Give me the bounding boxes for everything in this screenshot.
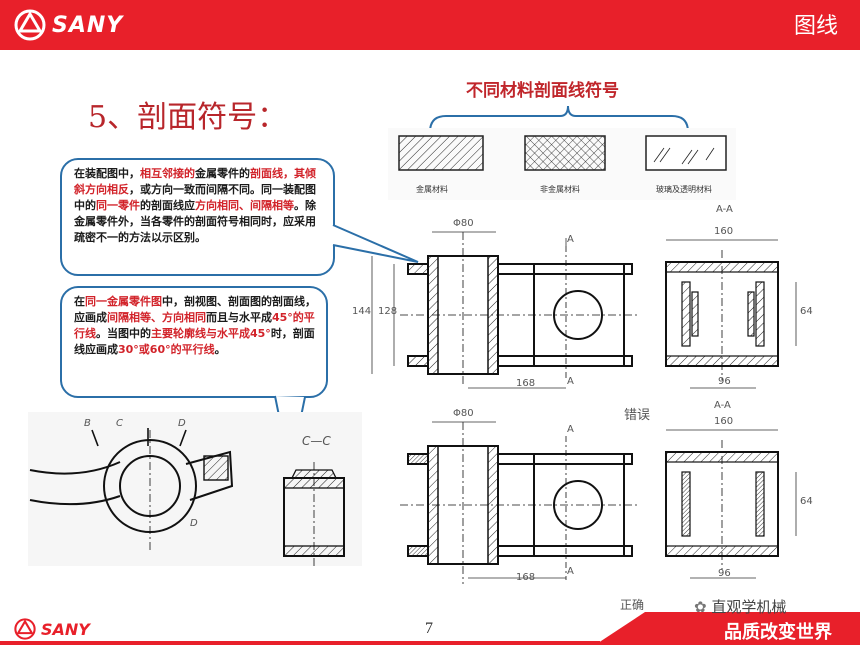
dim-phi80-top: Φ80 <box>453 218 474 229</box>
callout2-text-8: 时，剖面线应画成 <box>74 327 315 356</box>
callout2-text-7: 主要轮廓线与水平成45° <box>151 327 271 340</box>
dim-64-bottom: 64 <box>800 496 813 507</box>
dim-160-top: 160 <box>714 226 734 237</box>
dim-96-top: 96 <box>718 376 731 387</box>
callout1-text-7: 方向相同、间隔相等 <box>195 199 294 212</box>
callout1-text-0: 在装配图中， <box>74 167 140 180</box>
callout1-text-2: 金属零件的 <box>195 167 250 180</box>
footer-slogan: 品质改变世界 <box>724 622 832 643</box>
dim-128: 128 <box>378 306 398 317</box>
callout2-text-0: 在 <box>74 295 85 308</box>
label-d-top: D <box>178 418 186 429</box>
footer-red-shape <box>595 612 860 645</box>
callout2-text-6: 。当图中的 <box>96 327 151 340</box>
dim-phi80-bottom: Φ80 <box>453 408 474 419</box>
assembly-wrong <box>400 232 640 384</box>
page-heading: 5、剖面符号： <box>88 100 288 135</box>
dim-168-top: 168 <box>516 378 536 389</box>
callout1-pointer <box>332 224 419 263</box>
section-correct <box>665 440 779 570</box>
callout2-text-1: 同一金属零件图 <box>85 295 162 308</box>
materials-title: 不同材料剖面线符号 <box>466 81 619 101</box>
nonmetal-label: 非金属材料 <box>540 185 580 194</box>
metal-sample <box>398 135 484 171</box>
brand-name: SANY <box>52 12 124 38</box>
assembly-correct <box>400 422 640 584</box>
wechat-icon: ✿ <box>694 598 712 616</box>
label-c: C <box>116 418 123 429</box>
callout1-text-6: 的剖面线应 <box>140 199 195 212</box>
label-d-bottom: D <box>190 518 198 529</box>
sany-logo: SANY <box>14 9 123 41</box>
callout1-text-3: 剖面线，其倾斜方向相反 <box>74 167 316 196</box>
callout2-text-10: 。 <box>214 343 226 356</box>
footer-logo-icon <box>14 618 36 640</box>
label-a-top: A <box>567 234 574 245</box>
callout1-text-4: ，或方向一致而间隔不同。同一装配图中的 <box>74 183 316 212</box>
page-number: 7 <box>425 620 433 637</box>
section-aa-top: A-A <box>716 204 733 215</box>
callout1-text-8: 。除金属零件外，当各零件的剖面符号相同时，应采用疏密不一的方法以示区别。 <box>74 199 316 244</box>
footer-logo: SANY <box>14 618 90 640</box>
section-title: 图线 <box>793 14 838 39</box>
callout2-text-2: 中，剖视图、剖面图的剖面线，应画成 <box>74 295 316 324</box>
glass-label: 玻璃及透明材料 <box>656 185 712 194</box>
section-aa-bottom: A-A <box>714 400 731 411</box>
callout1-text-5: 同一零件 <box>96 199 140 212</box>
callout2-text-3: 间隔相等、方向相同 <box>107 311 206 324</box>
dim-168-bottom: 168 <box>516 572 536 583</box>
callout-assembly: 在装配图中，相互邻接的金属零件的剖面线，其倾斜方向相反，或方向一致而间隔不同。同… <box>60 158 335 276</box>
dimension-lines <box>371 231 797 579</box>
wrong-label: 错误 <box>624 408 651 423</box>
dim-160-bottom: 160 <box>714 416 734 427</box>
callout2-text-5: 45°的平行线 <box>74 311 315 340</box>
footer-brand: SANY <box>41 619 90 639</box>
callout2-text-4: 而且与水平成 <box>206 311 272 324</box>
dim-144: 144 <box>352 306 372 317</box>
callout-part-drawing: 在同一金属零件图中，剖视图、剖面图的剖面线，应画成间隔相等、方向相同而且与水平成… <box>60 286 328 398</box>
nonmetal-sample <box>524 135 606 171</box>
watermark-text: 直观学机械 <box>711 598 787 616</box>
callout2-text-9: 30°或60°的平行线 <box>118 343 215 356</box>
watermark: ✿ 直观学机械 <box>694 596 786 617</box>
label-a-bottom: A <box>567 424 574 435</box>
dim-64-top: 64 <box>800 306 813 317</box>
section-wrong <box>665 250 779 380</box>
sany-logo-icon <box>14 9 46 41</box>
glass-sample <box>645 135 727 171</box>
correct-label: 正确 <box>620 598 645 612</box>
dim-96-bottom: 96 <box>718 568 731 579</box>
materials-brace <box>429 105 689 133</box>
material-samples <box>388 128 736 200</box>
metal-label: 金属材料 <box>416 185 448 194</box>
callout1-text-1: 相互邻接的 <box>140 167 195 180</box>
label-a-bottom-2: A <box>567 566 574 577</box>
rocker-arm-drawing <box>28 412 362 566</box>
section-cc: C—C <box>302 434 331 448</box>
label-a-top-2: A <box>567 376 574 387</box>
header-bar: SANY 图线 <box>0 0 860 50</box>
label-b: B <box>84 418 91 429</box>
